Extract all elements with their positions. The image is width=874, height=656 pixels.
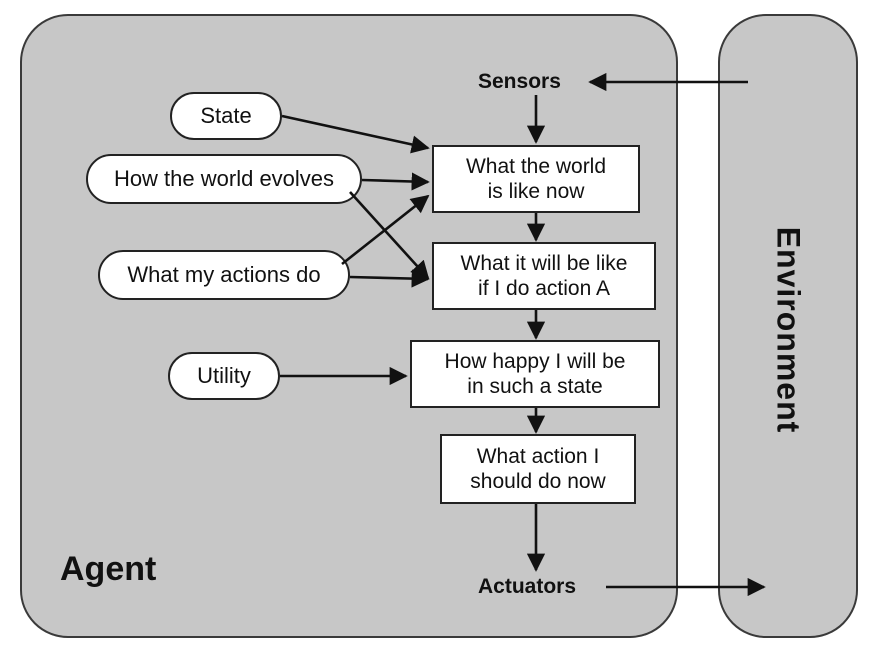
actions-do-node: What my actions do [98,250,350,300]
what-action-box: What action I should do now [440,434,636,504]
state-node: State [170,92,282,140]
actions-to-world-now-arrow [341,194,430,266]
environment-panel [718,14,858,638]
will-be-like-box: What it will be like if I do action A [432,242,656,310]
world-now-box: What the world is like now [432,145,640,213]
actuators-label: Actuators [478,575,577,598]
actions-to-will-be-like-arrow [349,269,430,288]
utility-node: Utility [168,352,280,400]
evolves-to-will-be-like-arrow [349,191,430,280]
world-evolves-node: How the world evolves [86,154,362,204]
how-happy-box: How happy I will be in such a state [410,340,660,408]
sensors-label: Sensors [478,70,561,93]
state-to-world-now-arrow [281,114,430,154]
agent-label: Agent [60,550,157,588]
evolves-to-world-now-arrow [361,172,430,191]
agent-panel [20,14,678,638]
